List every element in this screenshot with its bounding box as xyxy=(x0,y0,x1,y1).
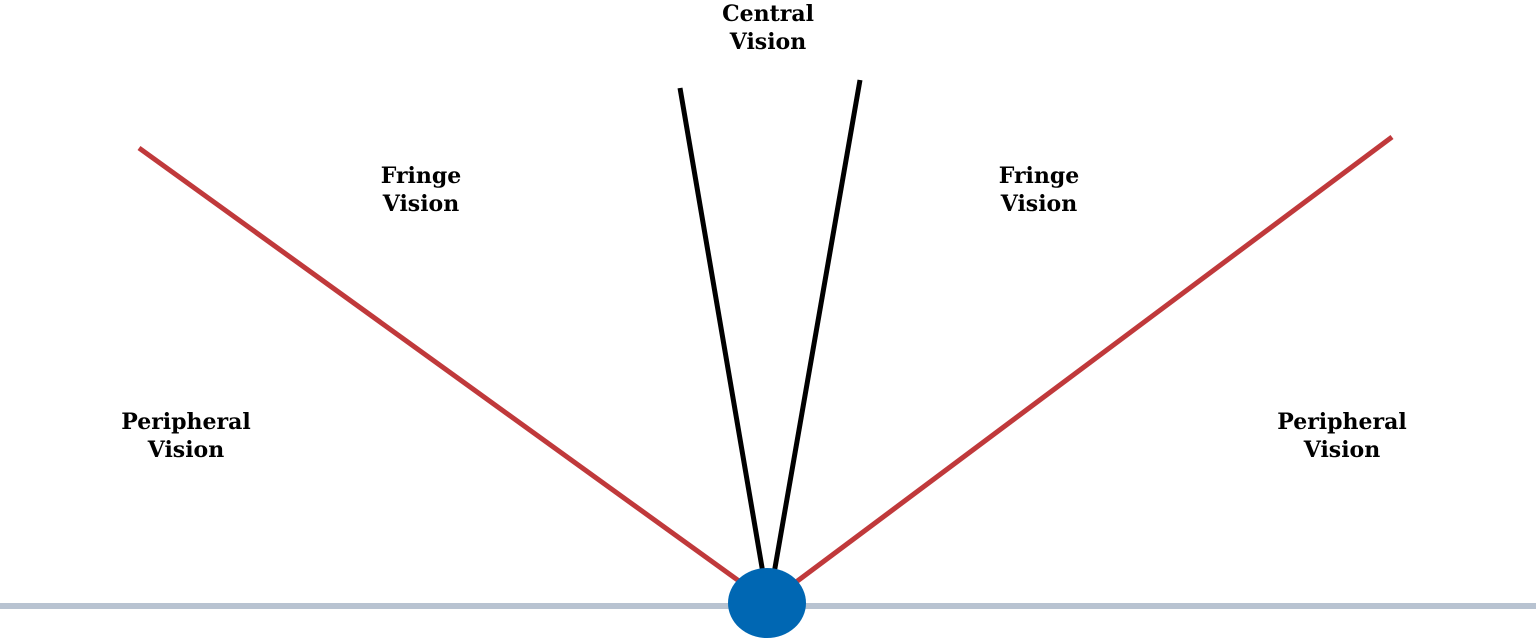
fringe-vision-right-label-line2: Vision xyxy=(1000,191,1078,217)
central-boundary-right xyxy=(769,79,863,586)
fringe-vision-right-label-line1: Fringe xyxy=(998,163,1080,189)
fringe-vision-left-label: Fringe Vision xyxy=(301,162,541,218)
fringe-vision-right-label: Fringe Vision xyxy=(919,162,1159,218)
peripheral-vision-right-label-line1: Peripheral xyxy=(1277,409,1407,435)
fringe-vision-left-label-line1: Fringe xyxy=(380,163,462,189)
peripheral-vision-right-label: Peripheral Vision xyxy=(1222,408,1462,464)
central-boundary-left xyxy=(677,87,768,586)
central-vision-label-line1: Central xyxy=(722,1,814,27)
eye-icon xyxy=(728,568,806,638)
peripheral-boundary-left xyxy=(137,145,759,597)
peripheral-boundary-right xyxy=(778,134,1394,597)
central-vision-label-line2: Vision xyxy=(729,29,807,55)
fringe-vision-left-label-line2: Vision xyxy=(382,191,460,217)
peripheral-vision-left-label-line1: Peripheral xyxy=(121,409,251,435)
central-vision-label: Central Vision xyxy=(648,0,888,56)
peripheral-vision-right-label-line2: Vision xyxy=(1303,437,1381,463)
peripheral-vision-left-label: Peripheral Vision xyxy=(66,408,306,464)
peripheral-vision-left-label-line2: Vision xyxy=(147,437,225,463)
